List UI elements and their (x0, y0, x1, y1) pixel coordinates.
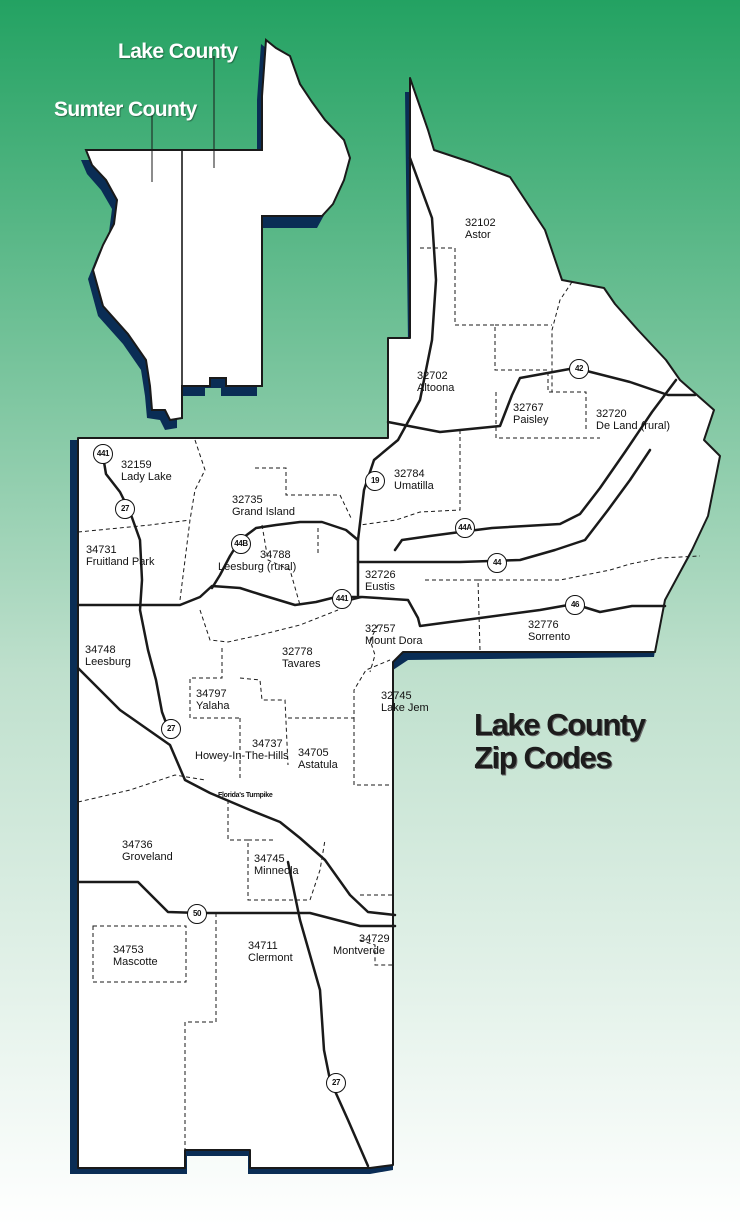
route-19-line (356, 156, 438, 597)
route-shield-42: 42 (569, 359, 589, 379)
route-shield-46: 46 (565, 595, 585, 615)
route-shield-27-north: 27 (115, 499, 135, 519)
route-27-south-line (286, 860, 370, 1168)
route-27-north-line (100, 448, 170, 730)
inset-label-sumter: Sumter County (54, 98, 197, 121)
inset-map (81, 38, 352, 430)
map-title: Lake County Zip Codes (474, 707, 646, 775)
route-44a-line (393, 378, 678, 552)
map-title-line-1: Lake County (474, 707, 646, 742)
route-shield-27-south: 27 (326, 1073, 346, 1093)
route-shield-441-central: 441 (332, 589, 352, 609)
route-shield-44a: 44A (455, 518, 475, 538)
route-shield-27-central: 27 (161, 719, 181, 739)
route-shield-50: 50 (187, 904, 207, 924)
route-shield-19: 19 (365, 471, 385, 491)
route-shield-441-north: 441 (93, 444, 113, 464)
turnpike-line (76, 666, 397, 917)
turnpike-label: Florida's Turnpike (218, 792, 273, 799)
route-shield-44: 44 (487, 553, 507, 573)
map-title-line-2: Zip Codes (474, 740, 613, 775)
zip-boundaries (77, 247, 701, 1150)
county-outline (77, 77, 721, 1169)
route-shield-44b: 44B (231, 534, 251, 554)
inset-outline (84, 38, 352, 422)
inset-label-lake: Lake County (118, 40, 238, 63)
route-connector (349, 596, 363, 601)
route-44-line (356, 448, 652, 564)
route-44b-line (210, 520, 360, 590)
major-roads (76, 156, 697, 1168)
